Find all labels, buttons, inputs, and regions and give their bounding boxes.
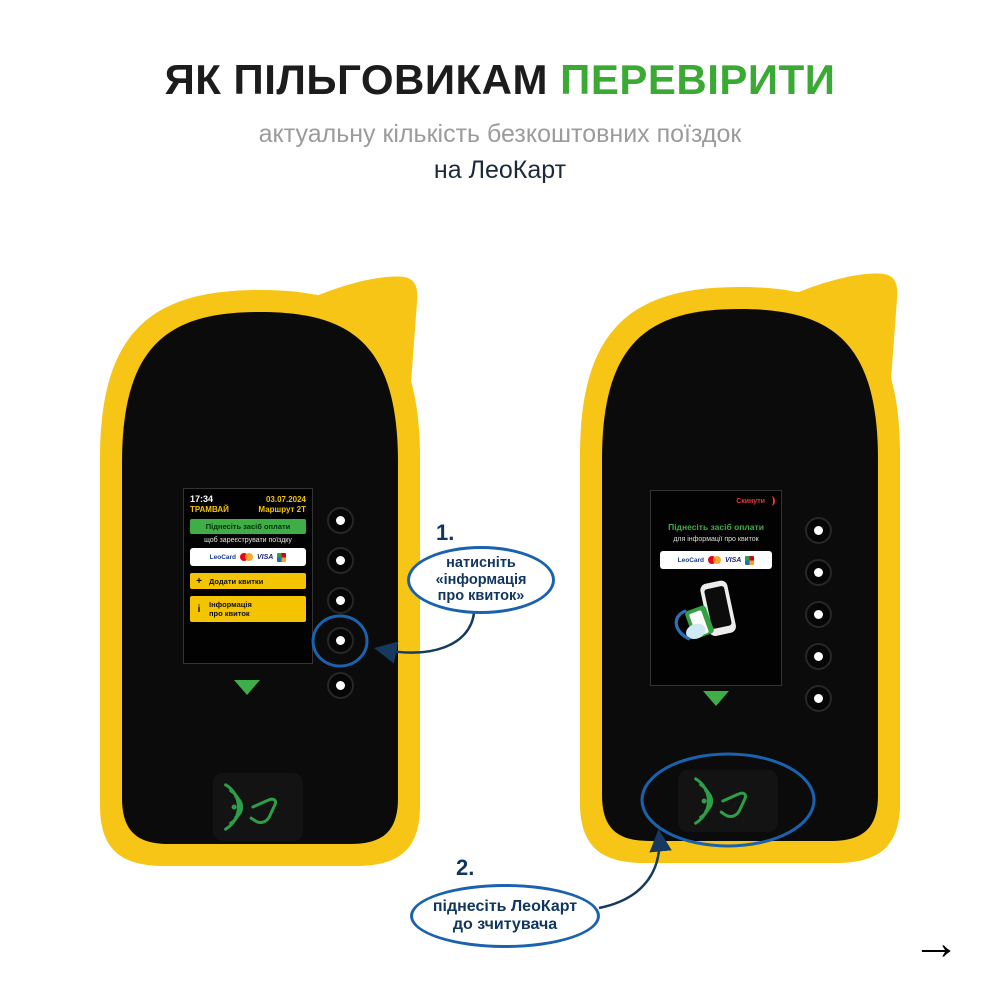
qr-code-logo	[277, 552, 287, 562]
step-1-callout: натисніть «інформація про квиток»	[407, 546, 555, 614]
leocard-logo: LeoCard	[209, 553, 237, 561]
payment-logos: LeoCard VISA	[190, 548, 306, 567]
validator-device-left: 17:34 03.07.2024 ТРАМВАЙ Маршрут 2Т Підн…	[100, 268, 420, 868]
info-icon: і	[197, 603, 201, 615]
device-side-button-5	[805, 685, 832, 712]
device-side-button-2	[805, 559, 832, 586]
screen-prompt-sub: для інформації про квиток	[673, 536, 759, 543]
page-header: ЯК ПІЛЬГОВИКАМ ПЕРЕВІРИТИ актуальну кіль…	[0, 56, 1000, 185]
screen-prompt-title: Піднесіть засіб оплати	[190, 519, 306, 535]
page-subtitle: актуальну кількість безкоштовних поїздок	[258, 120, 742, 148]
next-arrow[interactable]: →	[912, 917, 960, 970]
device-side-button-3	[805, 601, 832, 628]
device-side-button-1	[327, 507, 354, 534]
title-main: ЯК ПІЛЬГОВИКАМ	[164, 56, 548, 103]
device-side-button-5	[327, 672, 354, 699]
page-subtitle-2: на ЛеоКарт	[433, 156, 567, 184]
mastercard-logo	[708, 556, 722, 564]
device-side-button-1	[805, 517, 832, 544]
menu-info-label: Інформація про квиток	[209, 599, 252, 619]
nfc-reader-zone	[213, 773, 303, 841]
device-side-button-4	[805, 643, 832, 670]
step-2-number: 2.	[456, 855, 475, 880]
reset-icon	[768, 496, 775, 506]
nfc-reader-zone	[678, 770, 778, 832]
validator-device-right: Скинути Піднесіть засіб оплати для інфор…	[580, 265, 900, 865]
contactless-icon	[224, 783, 277, 831]
step-1-number: 1.	[436, 520, 455, 545]
screen-prompt-sub: щоб зареєструвати поїздку	[204, 537, 292, 545]
screen-vehicle: ТРАМВАЙ	[190, 505, 229, 515]
qr-code-logo	[745, 555, 755, 565]
leocard-logo: LeoCard	[677, 556, 705, 564]
visa-logo: VISA	[725, 556, 742, 564]
device-side-button-3	[327, 587, 354, 614]
title-accent: ПЕРЕВІРИТИ	[560, 56, 836, 103]
validator-screen-left: 17:34 03.07.2024 ТРАМВАЙ Маршрут 2Т Підн…	[183, 488, 313, 664]
screen-time: 17:34	[190, 494, 214, 504]
down-arrow-indicator	[234, 680, 260, 695]
payment-logos: LeoCard VISA	[660, 551, 772, 569]
menu-ticket-info: і Інформація про квиток	[190, 596, 306, 623]
down-arrow-indicator	[703, 691, 729, 706]
visa-logo: VISA	[257, 553, 274, 561]
validator-screen-right: Скинути Піднесіть засіб оплати для інфор…	[650, 490, 782, 686]
device-side-button-4-info	[327, 627, 354, 654]
card-tap-illustration	[657, 573, 775, 657]
mastercard-logo	[240, 553, 254, 562]
plus-icon: +	[196, 575, 202, 587]
device-side-button-2	[327, 547, 354, 574]
reset-label: Скинути	[736, 497, 765, 505]
menu-add-tickets: + Додати квитки	[190, 573, 306, 590]
step-2-callout: піднесіть ЛеоКарт до зчитувача	[410, 884, 600, 948]
contactless-icon	[694, 777, 747, 825]
screen-date: 03.07.2024	[265, 495, 306, 504]
reset-control: Скинути	[657, 496, 775, 506]
screen-route: Маршрут 2Т	[258, 505, 306, 515]
page-title: ЯК ПІЛЬГОВИКАМ ПЕРЕВІРИТИ	[0, 56, 1000, 104]
menu-add-label: Додати квитки	[209, 576, 264, 586]
screen-prompt-title: Піднесіть засіб оплати	[668, 522, 764, 532]
